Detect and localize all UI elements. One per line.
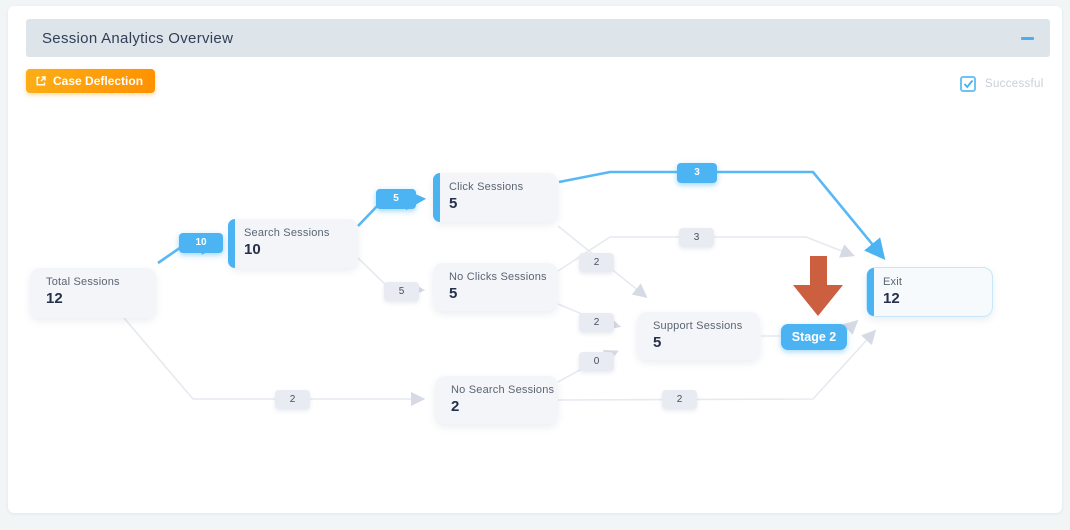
- edge-count-nosearch-exit: 2: [662, 390, 697, 409]
- node-value: 5: [449, 195, 458, 212]
- node-value: 5: [653, 334, 662, 351]
- panel-header: Session Analytics Overview: [26, 19, 1050, 57]
- node-search-sessions[interactable]: Search Sessions 10: [228, 219, 358, 268]
- panel-title: Session Analytics Overview: [42, 29, 234, 47]
- node-value: 2: [451, 398, 460, 415]
- node-label: No Clicks Sessions: [449, 271, 547, 283]
- node-support-sessions[interactable]: Support Sessions 5: [637, 312, 760, 360]
- edge-count-nosearch-support: 0: [579, 352, 614, 371]
- stage2-button[interactable]: Stage 2: [781, 324, 847, 350]
- node-total-sessions[interactable]: Total Sessions 12: [30, 268, 156, 318]
- edge-count-click-support: 2: [579, 253, 614, 272]
- node-label: Click Sessions: [449, 181, 524, 193]
- stage2-pointer-arrow: [793, 256, 843, 316]
- edge-count-total-search: 10: [179, 233, 223, 253]
- node-value: 12: [883, 290, 900, 307]
- session-analytics-panel: Session Analytics Overview Case Deflecti…: [8, 6, 1062, 513]
- node-value: 5: [449, 285, 458, 302]
- node-label: Total Sessions: [46, 276, 120, 288]
- node-no-search-sessions[interactable]: No Search Sessions 2: [435, 376, 558, 424]
- edge-count-search-click: 5: [376, 189, 416, 209]
- case-deflection-button[interactable]: Case Deflection: [26, 69, 156, 93]
- node-click-sessions[interactable]: Click Sessions 5: [433, 173, 558, 222]
- edge-count-search-noclicks: 5: [384, 282, 419, 301]
- node-no-clicks-sessions[interactable]: No Clicks Sessions 5: [433, 263, 558, 311]
- node-accent-bar: [433, 173, 440, 222]
- check-icon: [963, 79, 973, 89]
- edge-count-click-exit: 3: [677, 163, 717, 183]
- edge-count-total-nosearch: 2: [275, 390, 310, 409]
- successful-legend: Successful: [960, 76, 1044, 92]
- node-value: 12: [46, 290, 63, 307]
- node-label: Support Sessions: [653, 320, 743, 332]
- external-link-icon: [36, 76, 46, 86]
- node-label: Exit: [883, 276, 903, 288]
- minimize-icon[interactable]: [1021, 36, 1034, 40]
- successful-checkbox[interactable]: [960, 76, 976, 92]
- node-exit[interactable]: Exit 12: [866, 267, 993, 317]
- node-value: 10: [244, 241, 261, 258]
- successful-label: Successful: [985, 78, 1044, 90]
- node-accent-bar: [228, 219, 235, 268]
- node-label: No Search Sessions: [451, 384, 555, 396]
- edge-count-noclicks-support: 2: [579, 313, 614, 332]
- node-accent-bar: [867, 268, 874, 316]
- case-deflection-label: Case Deflection: [53, 74, 144, 88]
- node-label: Search Sessions: [244, 227, 330, 239]
- edge-count-noclicks-exit: 3: [679, 228, 714, 247]
